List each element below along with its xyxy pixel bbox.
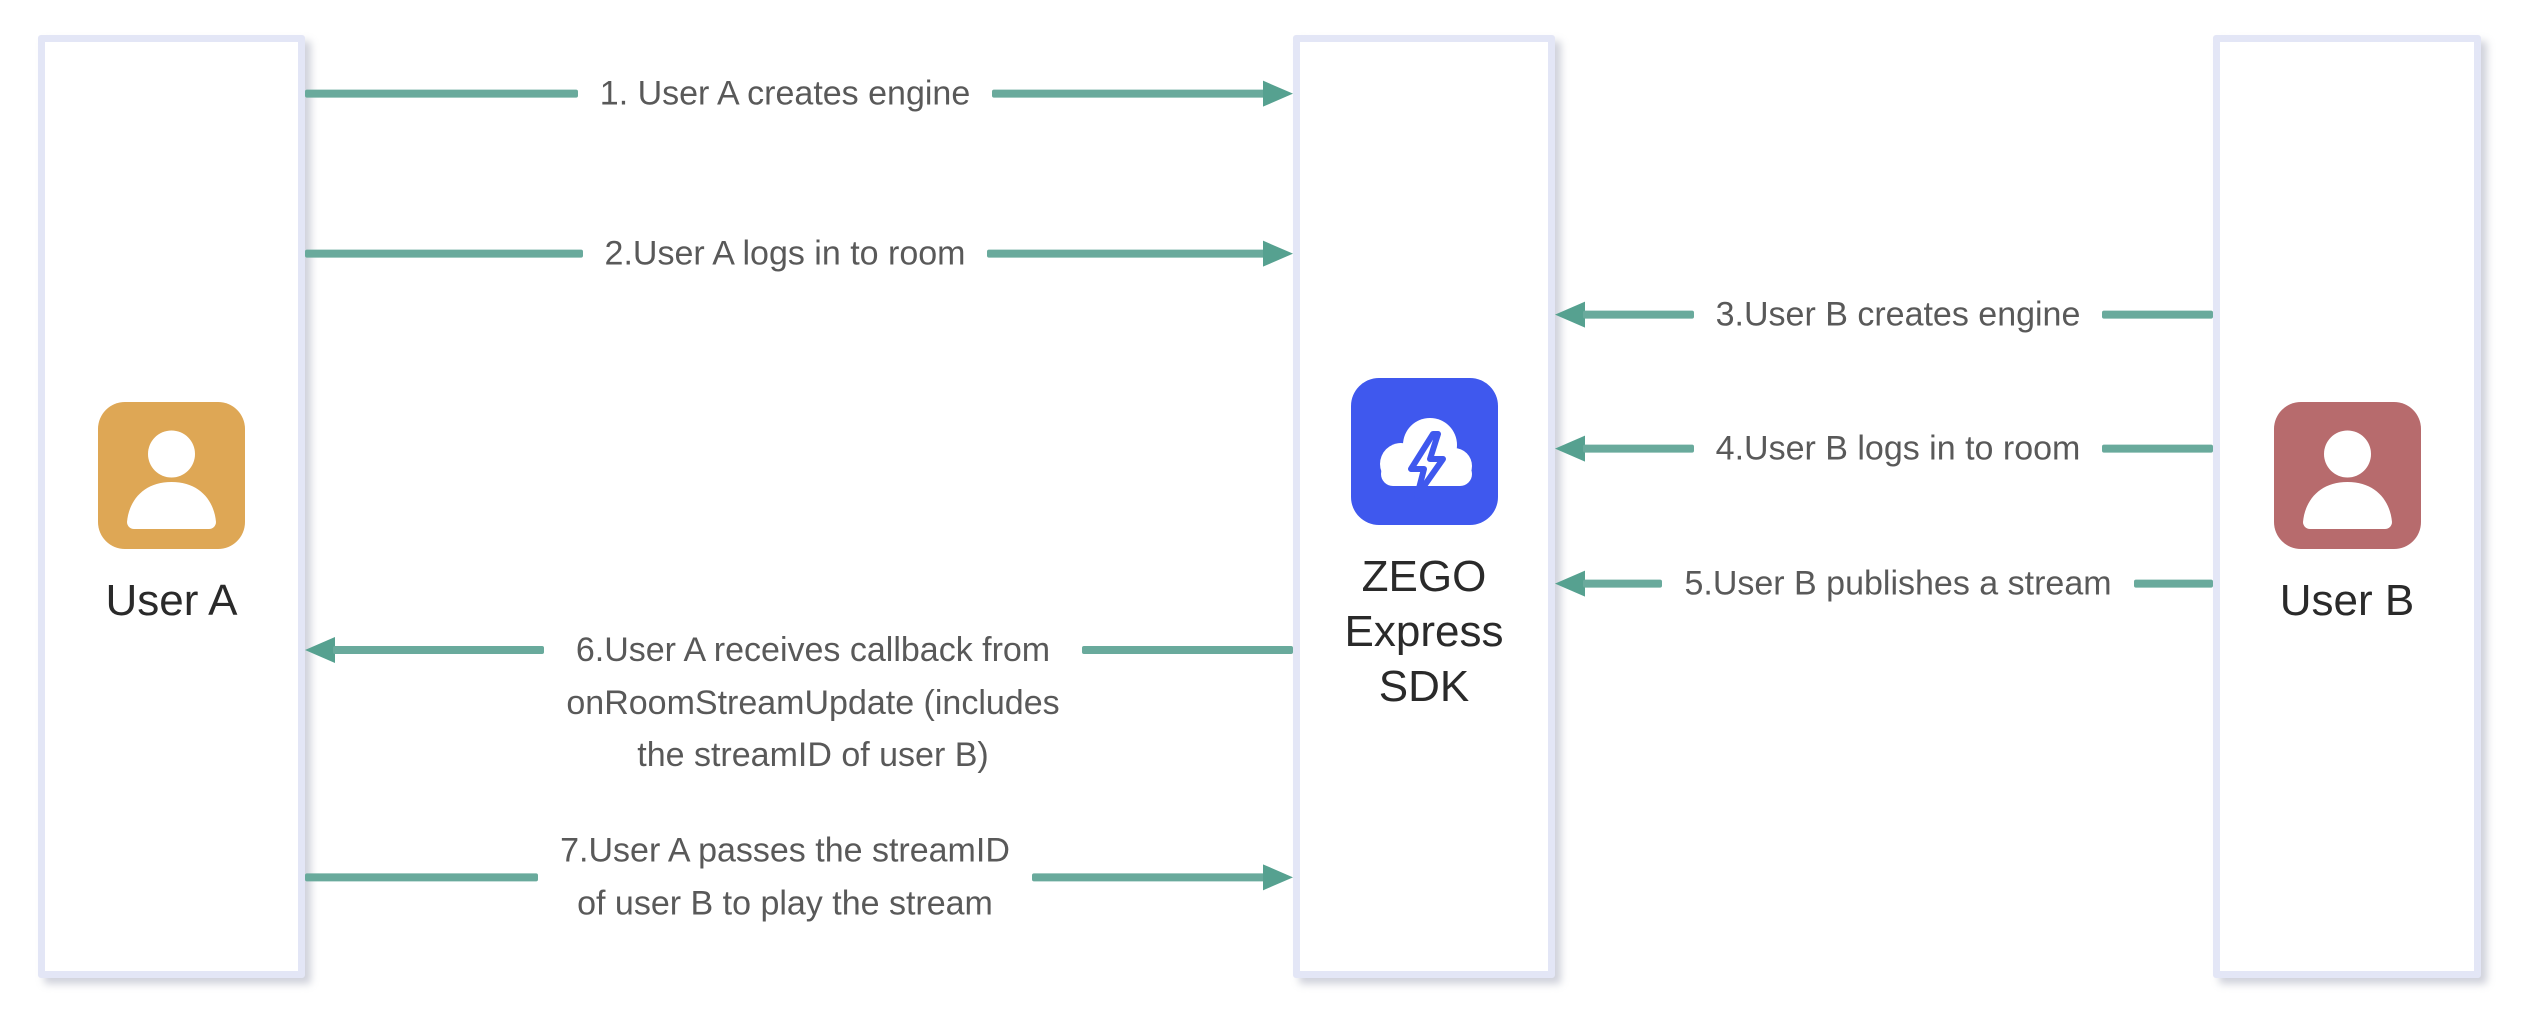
message-row-7: 7.User A passes the streamID of user B t… — [305, 824, 1294, 929]
arrow-line — [992, 90, 1266, 98]
arrowhead-left-icon — [1555, 302, 1585, 328]
arrow-line — [305, 90, 578, 98]
arrowhead-right-icon — [1263, 241, 1294, 267]
user-icon-body — [127, 482, 216, 529]
message-row-5: 5.User B publishes a stream — [1555, 558, 2214, 611]
message-label-5: 5.User B publishes a stream — [1684, 564, 2112, 603]
arrowhead-right-icon — [1263, 81, 1294, 107]
lightning-bolt — [1407, 431, 1446, 499]
user-icon-body — [2302, 482, 2392, 529]
arrowhead-right-icon — [1263, 864, 1294, 890]
lane-sdk: ZEGO Express SDK — [1293, 35, 1555, 978]
user-icon — [98, 402, 245, 549]
message-row-4: 4.User B logs in to room — [1555, 423, 2214, 476]
message-row-1: 1. User A creates engine — [305, 68, 1294, 121]
arrow-line — [1583, 311, 1694, 319]
message-row-2: 2.User A logs in to room — [305, 228, 1294, 281]
message-label-7: 7.User A passes the streamID of user B t… — [560, 831, 1010, 922]
user-icon-head — [2323, 430, 2371, 478]
arrow-line — [1583, 580, 1663, 588]
message-label-1: 1. User A creates engine — [599, 74, 971, 113]
cloud-lightning-icon — [1350, 378, 1498, 525]
arrow-line — [305, 873, 539, 881]
arrow-line — [2102, 445, 2214, 453]
message-label-6: 6.User A receives callback from onRoomSt… — [566, 631, 1060, 775]
message-label-3: 3.User B creates engine — [1715, 295, 2081, 334]
arrowhead-left-icon — [1555, 436, 1585, 462]
arrow-line — [987, 250, 1266, 258]
message-row-6: 6.User A receives callback from onRoomSt… — [305, 624, 1293, 782]
arrow-line — [1081, 646, 1293, 654]
lane-user-a-label: User A — [105, 576, 238, 625]
arrow-line — [333, 646, 545, 654]
arrowhead-left-icon — [305, 637, 335, 663]
lane-user-a: User A — [38, 35, 305, 978]
lane-user-b-label: User B — [2279, 576, 2415, 625]
message-label-2: 2.User A logs in to room — [604, 234, 966, 273]
arrow-line — [2102, 311, 2214, 319]
lane-sdk-label: ZEGO Express SDK — [1344, 552, 1504, 711]
message-label-4: 4.User B logs in to room — [1715, 429, 2081, 468]
user-icon-head — [148, 430, 195, 478]
arrow-line — [2133, 580, 2214, 588]
arrow-line — [1031, 873, 1266, 881]
arrow-line — [1583, 445, 1694, 453]
lane-user-b: User B — [2213, 35, 2481, 978]
arrow-line — [305, 250, 583, 258]
user-icon — [2273, 402, 2421, 549]
message-row-3: 3.User B creates engine — [1555, 289, 2214, 342]
arrowhead-left-icon — [1555, 571, 1585, 597]
